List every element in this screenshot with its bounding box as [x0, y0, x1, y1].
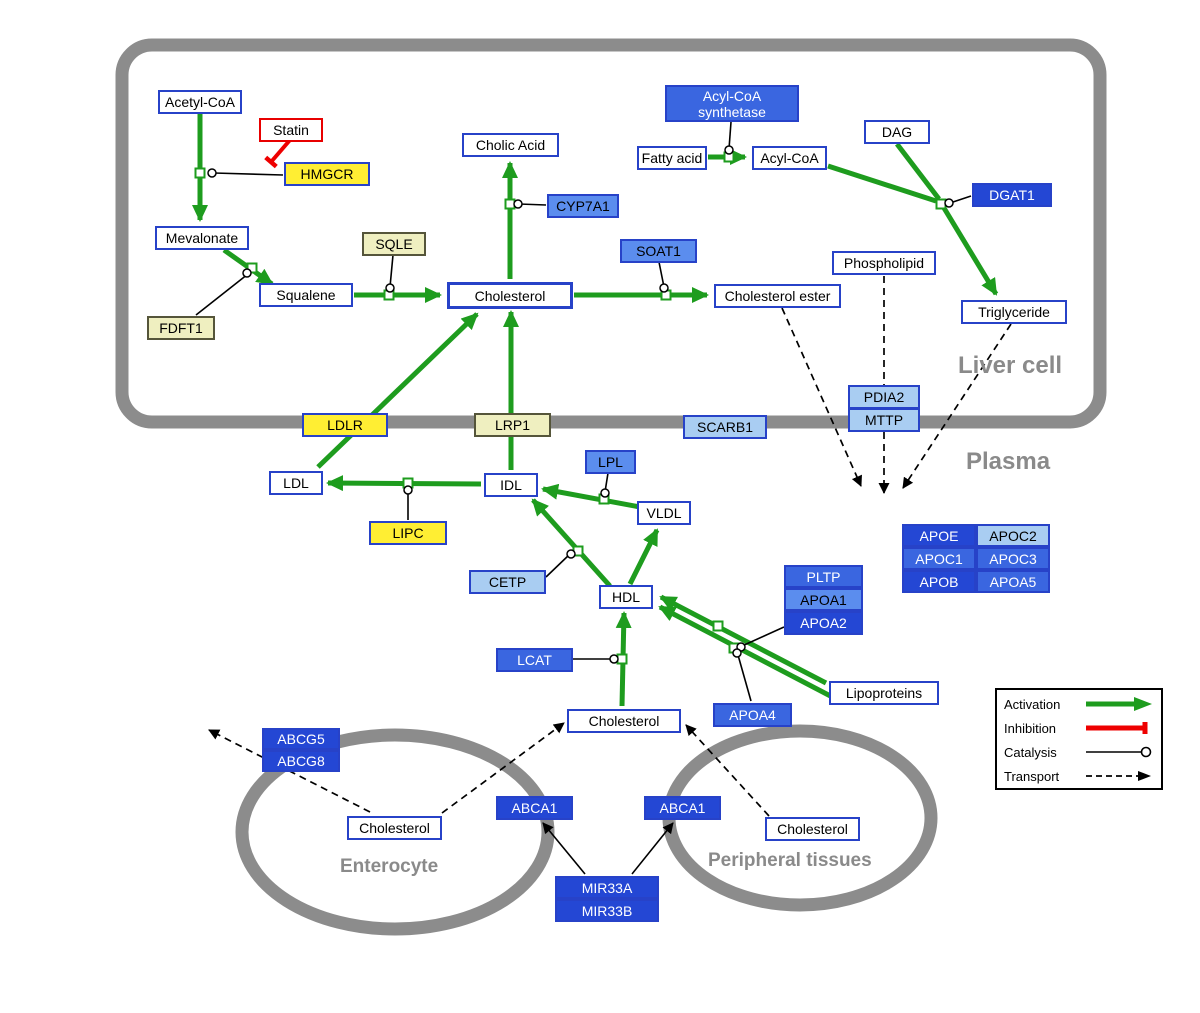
node-squalene[interactable]: Squalene	[259, 283, 353, 307]
node-lcat[interactable]: LCAT	[496, 648, 573, 672]
node-apoc2[interactable]: APOC2	[976, 524, 1050, 547]
node-ldl[interactable]: LDL	[269, 471, 323, 495]
peripheral-tissues-label: Peripheral tissues	[708, 850, 872, 871]
node-acetyl-coa[interactable]: Acetyl-CoA	[158, 90, 242, 114]
node-cholesterol-peripheral[interactable]: Cholesterol	[765, 817, 860, 841]
node-abcg8[interactable]: ABCG8	[262, 750, 340, 772]
node-acyl-coa[interactable]: Acyl-CoA	[752, 146, 827, 170]
catalysis-circle-icon	[1086, 746, 1152, 758]
liver-cell-label: Liver cell	[958, 352, 1063, 379]
node-phospholipid[interactable]: Phospholipid	[832, 251, 936, 275]
node-apoc3[interactable]: APOC3	[976, 547, 1050, 570]
node-apoe[interactable]: APOE	[902, 524, 976, 547]
node-soat1[interactable]: SOAT1	[620, 239, 697, 263]
node-abca1-peripheral[interactable]: ABCA1	[644, 796, 721, 820]
node-hdl[interactable]: HDL	[599, 585, 653, 609]
node-lipoproteins[interactable]: Lipoproteins	[829, 681, 939, 705]
legend-catalysis-label: Catalysis	[1004, 744, 1057, 760]
node-hmgcr[interactable]: HMGCR	[284, 162, 370, 186]
node-sqle[interactable]: SQLE	[362, 232, 426, 256]
legend-transport-label: Transport	[1004, 768, 1060, 784]
transport-dashed-arrow-icon	[1086, 771, 1151, 781]
node-lpl[interactable]: LPL	[585, 450, 636, 474]
node-mir33a[interactable]: MIR33A	[555, 876, 659, 899]
node-apoa1[interactable]: APOA1	[784, 588, 863, 611]
node-idl[interactable]: IDL	[484, 473, 538, 497]
node-dgat1[interactable]: DGAT1	[972, 183, 1052, 207]
activation-arrow-icon	[1086, 697, 1152, 711]
node-statin[interactable]: Statin	[259, 118, 323, 142]
plasma-label: Plasma	[966, 448, 1051, 475]
transport-edges	[208, 276, 1012, 817]
node-abca1-enterocyte[interactable]: ABCA1	[496, 796, 573, 820]
node-pdia2[interactable]: PDIA2	[848, 385, 920, 409]
node-apoa2[interactable]: APOA2	[784, 611, 863, 635]
legend-inhibition-label: Inhibition	[1004, 720, 1057, 736]
node-acyl-coa-synthetase[interactable]: Acyl-CoA synthetase	[665, 85, 799, 122]
node-dag[interactable]: DAG	[864, 120, 930, 144]
node-fdft1[interactable]: FDFT1	[147, 316, 215, 340]
catalysis-terminals	[207, 145, 954, 664]
legend: Activation Inhibition Catalysis Transpor…	[995, 688, 1163, 790]
node-lipc[interactable]: LIPC	[369, 521, 447, 545]
node-abcg5[interactable]: ABCG5	[262, 728, 340, 750]
node-cholesterol-enterocyte[interactable]: Cholesterol	[347, 816, 442, 840]
liver-membrane	[115, 38, 1107, 429]
node-apoa4[interactable]: APOA4	[713, 703, 792, 727]
node-mttp[interactable]: MTTP	[848, 408, 920, 432]
node-apoa5[interactable]: APOA5	[976, 570, 1050, 593]
node-fatty-acid[interactable]: Fatty acid	[637, 146, 707, 170]
inhibition-tbar-icon	[1086, 722, 1148, 734]
node-vldl[interactable]: VLDL	[637, 501, 691, 525]
node-apoc1[interactable]: APOC1	[902, 547, 976, 570]
legend-activation-label: Activation	[1004, 696, 1061, 712]
node-triglyceride[interactable]: Triglyceride	[961, 300, 1067, 324]
activation-edges	[192, 114, 999, 707]
node-cholesterol-liver[interactable]: Cholesterol	[447, 282, 573, 309]
node-mevalonate[interactable]: Mevalonate	[155, 226, 249, 250]
node-pltp[interactable]: PLTP	[784, 565, 863, 588]
node-mir33b[interactable]: MIR33B	[555, 899, 659, 922]
node-cholic-acid[interactable]: Cholic Acid	[462, 133, 559, 157]
enterocyte-label: Enterocyte	[340, 856, 439, 877]
node-ldlr[interactable]: LDLR	[302, 413, 388, 437]
catalysis-edges	[195, 121, 972, 875]
legend-row-transport: Transport	[997, 764, 1161, 788]
node-lrp1[interactable]: LRP1	[474, 413, 551, 437]
legend-row-activation: Activation	[997, 692, 1161, 716]
node-cholesterol-plasma[interactable]: Cholesterol	[567, 709, 681, 733]
legend-row-inhibition: Inhibition	[997, 716, 1161, 740]
node-cetp[interactable]: CETP	[469, 570, 546, 594]
node-scarb1[interactable]: SCARB1	[683, 415, 767, 439]
inhibition-edge	[264, 138, 292, 169]
node-cyp7a1[interactable]: CYP7A1	[547, 194, 619, 218]
legend-row-catalysis: Catalysis	[997, 740, 1161, 764]
node-apob[interactable]: APOB	[902, 570, 976, 593]
node-cholesterol-ester[interactable]: Cholesterol ester	[714, 284, 841, 308]
